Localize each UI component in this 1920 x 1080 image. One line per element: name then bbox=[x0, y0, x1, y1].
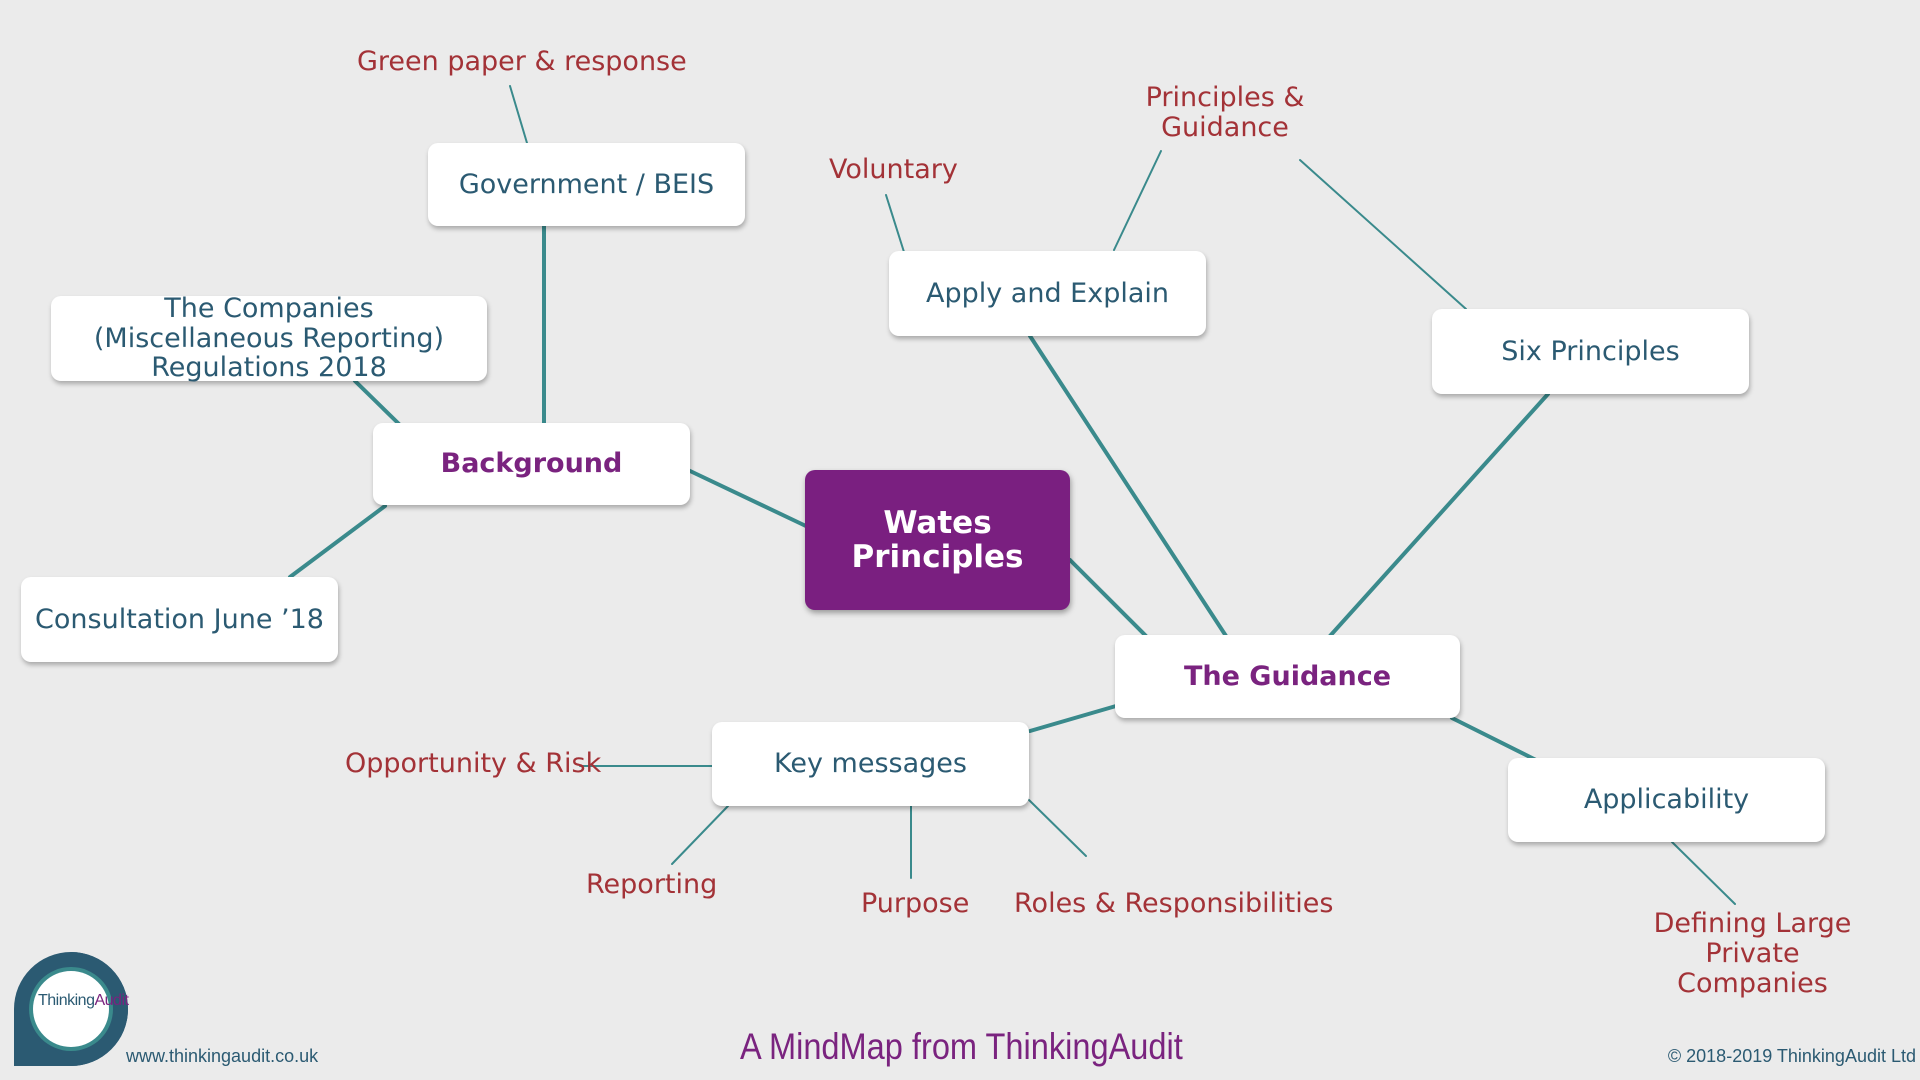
center-node-label: Wates Principles bbox=[851, 504, 1024, 575]
link-background-regulations bbox=[353, 379, 401, 426]
link-background-consultation bbox=[288, 504, 387, 579]
node-apply-and-explain[interactable]: Apply and Explain bbox=[889, 251, 1206, 336]
link-center-guidance bbox=[1068, 558, 1148, 638]
node-companies-regulations[interactable]: The Companies (Miscellaneous Reporting) … bbox=[51, 292, 487, 384]
node-the-guidance[interactable]: The Guidance bbox=[1115, 635, 1460, 718]
link-applicability-defining bbox=[1671, 841, 1736, 905]
footer-website-url: www.thinkingaudit.co.uk bbox=[126, 1046, 319, 1066]
link-key-roles bbox=[1028, 799, 1087, 857]
node-guidance-label: The Guidance bbox=[1183, 660, 1392, 692]
link-guidance-six bbox=[1328, 392, 1550, 638]
leaf-purpose: Purpose bbox=[861, 888, 970, 919]
logo-text-thinking: Thinking bbox=[38, 992, 95, 1009]
logo-badge-icon bbox=[14, 952, 128, 1066]
leaf-green-paper: Green paper & response bbox=[357, 46, 687, 77]
footer-copyright: © 2018-2019 ThinkingAudit Ltd bbox=[1667, 1046, 1916, 1066]
leaf-reporting: Reporting bbox=[586, 869, 718, 900]
leaf-defining-large-private-companies: Defining Large Private Companies bbox=[1653, 908, 1852, 1000]
leaf-principles-guidance: Principles & Guidance bbox=[1145, 82, 1305, 144]
node-government-beis[interactable]: Government / BEIS bbox=[428, 143, 745, 226]
link-key-reporting bbox=[671, 805, 729, 865]
leaf-opportunity-risk: Opportunity & Risk bbox=[345, 748, 602, 779]
thinkingaudit-logo: ThinkingAudit bbox=[12, 950, 130, 1068]
link-six-principlesguidance bbox=[1299, 159, 1467, 310]
leaf-roles-responsibilities: Roles & Responsibilities bbox=[1014, 888, 1334, 919]
node-regulations-label: The Companies (Miscellaneous Reporting) … bbox=[93, 292, 445, 384]
leaf-voluntary: Voluntary bbox=[829, 154, 958, 185]
node-consultation-label: Consultation June ’18 bbox=[35, 603, 324, 635]
link-center-background bbox=[686, 468, 810, 529]
center-node-wates-principles[interactable]: Wates Principles bbox=[805, 470, 1070, 610]
link-guidance-apply bbox=[1028, 334, 1228, 638]
link-guidance-key bbox=[1028, 704, 1118, 733]
node-six-label: Six Principles bbox=[1501, 335, 1680, 367]
node-applicability[interactable]: Applicability bbox=[1508, 758, 1825, 842]
node-applicability-label: Applicability bbox=[1583, 784, 1750, 816]
logo-wordmark: ThinkingAudit bbox=[38, 992, 129, 1010]
link-apply-voluntary bbox=[885, 194, 905, 253]
node-key-label: Key messages bbox=[774, 748, 967, 780]
node-background-label: Background bbox=[440, 448, 623, 480]
node-government-label: Government / BEIS bbox=[458, 168, 715, 200]
node-background[interactable]: Background bbox=[373, 423, 690, 505]
link-apply-principlesguidance bbox=[1113, 150, 1162, 251]
link-guidance-applicability bbox=[1450, 716, 1538, 762]
node-key-messages[interactable]: Key messages bbox=[712, 722, 1029, 806]
link-government-greenpaper bbox=[509, 85, 528, 144]
node-six-principles[interactable]: Six Principles bbox=[1432, 309, 1749, 394]
node-consultation[interactable]: Consultation June ’18 bbox=[21, 577, 338, 662]
footer-title: A MindMap from ThinkingAudit bbox=[740, 1026, 1183, 1067]
node-apply-label: Apply and Explain bbox=[925, 277, 1170, 309]
logo-text-audit: Audit bbox=[94, 992, 129, 1009]
